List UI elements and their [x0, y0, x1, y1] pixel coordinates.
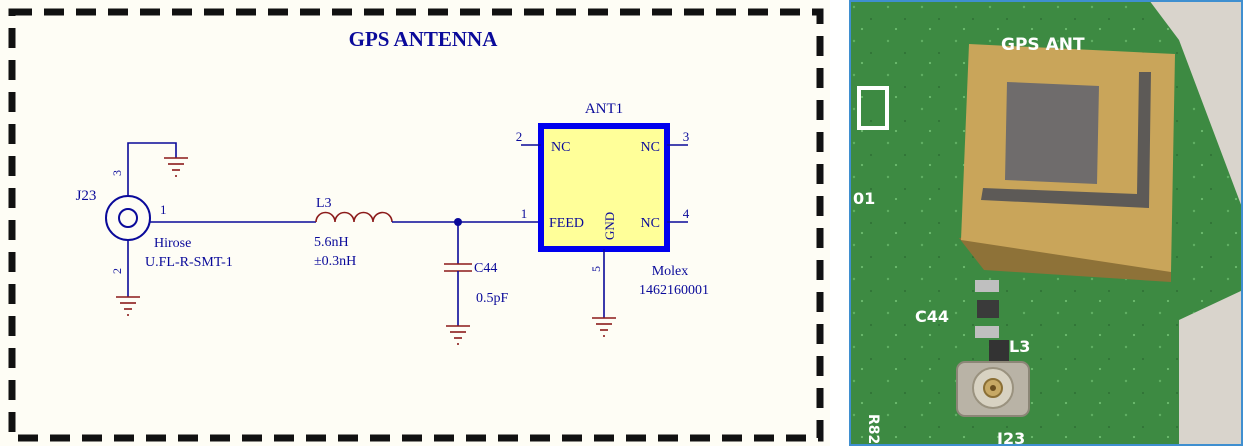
antenna-label-nc-left: NC — [551, 140, 570, 155]
connector-maker: Hirose — [154, 236, 191, 251]
silk-inductor-label: L3 — [1009, 337, 1030, 356]
antenna-label-nc-right-top: NC — [641, 140, 660, 155]
antenna-pin-4-number: 4 — [683, 206, 690, 221]
silk-connector-label: J23 — [996, 429, 1025, 446]
schematic-title: GPS ANTENNA — [349, 27, 499, 51]
connector-inner-ring — [118, 208, 138, 228]
connector-ref: J23 — [76, 188, 97, 204]
smd-pads — [975, 280, 1009, 362]
ground-symbol-capacitor — [446, 325, 470, 345]
ground-symbol-connector-bottom — [116, 296, 140, 316]
inductor-value: 5.6nH — [314, 235, 349, 250]
schematic-frame — [8, 8, 824, 442]
antenna-ref: ANT1 — [585, 101, 623, 117]
connector-j23: J23 Hirose U.FL-R-SMT-1 3 2 1 — [76, 142, 233, 316]
antenna-maker: Molex — [652, 264, 689, 279]
silk-edge-label: 01 — [853, 189, 875, 208]
capacitor-ref: C44 — [474, 261, 497, 276]
silk-antenna-label: GPS ANT — [1001, 35, 1085, 55]
gps-antenna-schematic: GPS ANTENNA J23 Hirose U.FL-R-SMT-1 3 2 … — [0, 0, 830, 446]
silk-capacitor-label: C44 — [915, 307, 949, 326]
antenna-part: 1462160001 — [639, 283, 709, 298]
ufl-connector — [956, 361, 1030, 417]
connector-gnd-top-wire — [127, 142, 177, 196]
inductor-tolerance: ±0.3nH — [314, 254, 356, 269]
connector-pin-3: 3 — [110, 170, 124, 176]
capacitor-value: 0.5pF — [476, 291, 509, 306]
antenna-pin-3-number: 3 — [683, 129, 690, 144]
antenna-ant1: ANT1 2 3 1 4 5 NC NC FEED NC GND Molex 1… — [516, 101, 709, 337]
patch-antenna-core — [1005, 82, 1099, 184]
inductor-l3: L3 5.6nH ±0.3nH — [314, 196, 393, 269]
antenna-label-gnd: GND — [602, 212, 617, 240]
antenna-pin-2-number: 2 — [516, 129, 523, 144]
connector-part: U.FL-R-SMT-1 — [145, 255, 233, 270]
pcb-photo: GPS ANT 01 C44 L3 J23 R82 — [849, 0, 1243, 446]
patch-antenna: GPS ANT — [959, 35, 1175, 282]
photo-border — [849, 0, 1243, 446]
connector-pin-2: 2 — [110, 268, 124, 274]
antenna-pin-5-number: 5 — [589, 266, 603, 272]
ground-symbol-connector-top — [164, 157, 188, 177]
inductor-coil — [315, 211, 393, 223]
inductor-ref: L3 — [316, 196, 332, 211]
schematic-background — [0, 0, 830, 446]
silk-resistor-label: R82 — [865, 414, 881, 444]
patch-antenna-slot — [981, 72, 1151, 208]
antenna-label-feed: FEED — [549, 216, 584, 231]
capacitor-c44: C44 0.5pF — [444, 222, 509, 345]
silk-outline-left — [857, 86, 889, 130]
antenna-label-nc-right-bottom: NC — [641, 216, 660, 231]
antenna-pin-1-number: 1 — [521, 206, 528, 221]
ground-symbol-antenna — [592, 317, 616, 337]
connector-pin-1: 1 — [160, 202, 167, 217]
